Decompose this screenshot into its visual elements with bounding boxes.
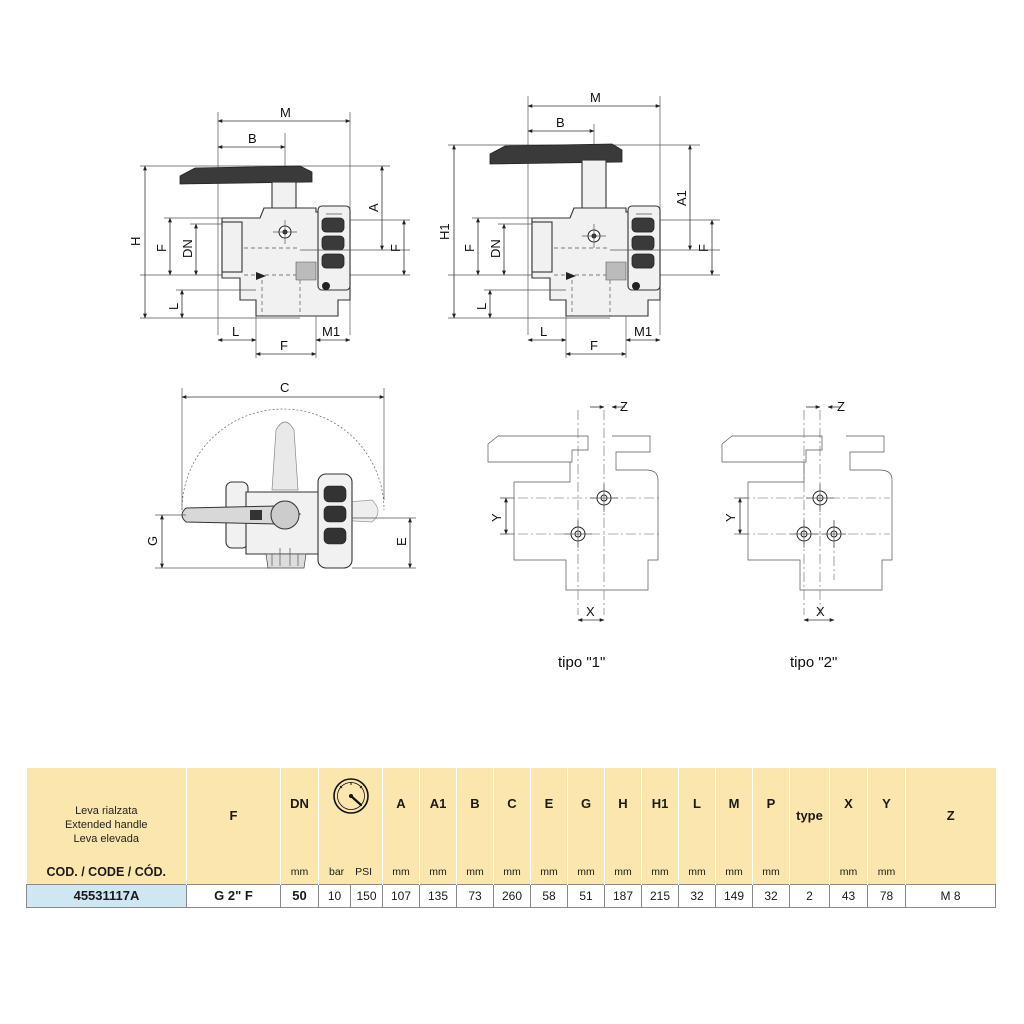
cell-bar: 10 <box>318 883 351 908</box>
cell-p: 32 <box>752 883 790 908</box>
handle-note-en: Extended handle <box>64 819 148 831</box>
top-view: C G E <box>145 380 416 569</box>
type-2-view: Z Y X tipo "2" <box>721 399 893 671</box>
dim-label-y: Y <box>489 513 504 522</box>
handle-note-es: Leva elevada <box>73 833 139 845</box>
cell-a: 107 <box>382 883 420 908</box>
dim-label-m: M <box>590 90 601 105</box>
dim-label-f-bottom: F <box>590 338 598 353</box>
dim-label-a: A <box>366 203 381 212</box>
dim-label-h1: H1 <box>437 223 452 240</box>
dim-label-x: X <box>586 604 595 619</box>
dim-label-h: H <box>128 237 143 246</box>
dim-label-c: C <box>280 380 289 395</box>
cell-y: 78 <box>867 883 906 908</box>
code-header: COD. / CODE / CÓD. <box>46 864 166 879</box>
cell-e: 58 <box>530 883 568 908</box>
cell-type: 2 <box>789 883 830 908</box>
spec-table: Leva rialzata Extended handle Leva eleva… <box>26 768 996 908</box>
cell-h: 187 <box>604 883 642 908</box>
handle-note-it: Leva rialzata <box>75 805 138 817</box>
unit-bar: bar <box>329 865 345 878</box>
dim-label-f-bottom: F <box>280 338 288 353</box>
cell-a1: 135 <box>419 883 457 908</box>
header-f: F <box>186 768 281 884</box>
table-header-row: Leva rialzata Extended handle Leva eleva… <box>26 768 996 884</box>
header-pressure: bar PSI <box>318 768 383 884</box>
cell-psi: 150 <box>350 883 383 908</box>
table-row: 45531117A G 2" F 50 10 150 107 135 73 26… <box>26 883 996 908</box>
dim-label-l-bottom: L <box>540 324 547 339</box>
dim-label-a1: A1 <box>674 190 689 206</box>
dim-label-l-bottom: L <box>232 324 239 339</box>
dim-label-f-right: F <box>388 244 403 252</box>
handle-note: Leva rialzata Extended handle Leva eleva… <box>27 804 187 846</box>
dim-label-m: M <box>280 105 291 120</box>
dim-label-z: Z <box>620 399 628 414</box>
code-header-cell: Leva rialzata Extended handle Leva eleva… <box>26 768 187 884</box>
cell-b: 73 <box>456 883 494 908</box>
dim-label-z: Z <box>837 399 845 414</box>
cell-m: 149 <box>715 883 753 908</box>
dim-label-f-left: F <box>154 244 169 252</box>
cell-z: M 8 <box>905 883 996 908</box>
unit-psi: PSI <box>355 865 372 878</box>
cell-f: G 2" F <box>186 883 281 908</box>
dim-label-f-right: F <box>696 244 711 252</box>
dim-label-b: B <box>556 115 565 130</box>
gauge-icon <box>319 774 382 818</box>
dim-label-l-left: L <box>166 303 181 310</box>
cell-x: 43 <box>829 883 868 908</box>
cell-l: 32 <box>678 883 716 908</box>
dim-label-e: E <box>394 537 409 546</box>
cell-h1: 215 <box>641 883 679 908</box>
cell-g: 51 <box>567 883 605 908</box>
header-z: Z <box>905 768 996 884</box>
dim-label-f-left: F <box>462 244 477 252</box>
dim-label-m1: M1 <box>634 324 652 339</box>
dim-label-l-left: L <box>474 303 489 310</box>
dim-label-x: X <box>816 604 825 619</box>
dim-label-b: B <box>248 131 257 146</box>
cell-dn: 50 <box>280 883 319 908</box>
dim-label-dn: DN <box>180 239 195 258</box>
header-type: type <box>789 768 830 884</box>
technical-drawing: M B H F DN A <box>128 90 893 671</box>
cell-c: 260 <box>493 883 531 908</box>
dim-label-dn: DN <box>488 239 503 258</box>
cell-code: 45531117A <box>26 883 187 908</box>
dim-label-g: G <box>145 536 160 546</box>
dim-label-y: Y <box>723 513 738 522</box>
type-2-caption: tipo "2" <box>790 654 837 671</box>
type-1-caption: tipo "1" <box>558 654 605 671</box>
front-view: M B H F DN A <box>128 105 410 358</box>
type-1-view: Z Y X tipo "1" <box>487 399 660 671</box>
front-view-extended: M B H1 F DN A1 F L <box>437 90 720 358</box>
dim-label-m1: M1 <box>322 324 340 339</box>
